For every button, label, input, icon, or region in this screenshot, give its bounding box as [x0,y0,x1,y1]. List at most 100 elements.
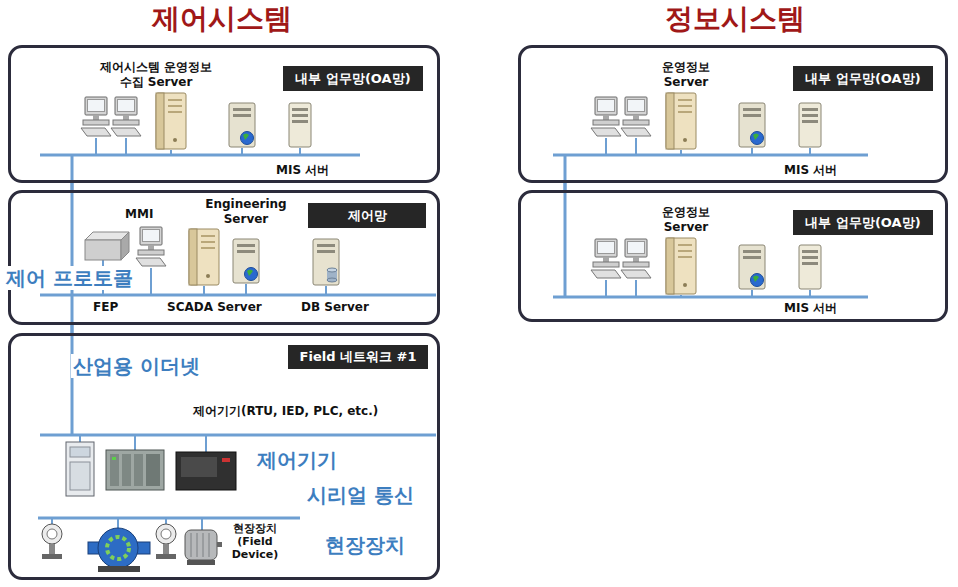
motor-shaft [217,542,222,547]
rtu-cabinet [66,442,94,496]
component-label: MIS 서버 [276,163,329,178]
oa-bus [553,154,868,157]
section-label: 제어기기 [255,448,339,472]
component-label: MMI [125,207,153,222]
network-badge: 내부 업무망(OA망) [793,210,933,235]
motor-feet [187,560,215,565]
drop-line [605,280,607,297]
protocol-label: 제어 프로토콜 [4,266,135,290]
bus-lines [38,155,868,518]
drop-line [170,150,172,155]
pc-icon [591,239,621,278]
ied-unit [176,452,236,490]
pc-icon [621,239,651,278]
db-server-icon [313,239,339,285]
badge-label: 내부 업무망(OA망) [295,70,410,88]
drop-line [125,138,127,155]
plc-module [134,454,143,486]
drop-line [165,518,167,524]
component-label: MIS 서버 [784,301,837,316]
drop-line [751,290,753,297]
drop-line [95,138,97,155]
component-label: 현장장치 (Field Device) [227,522,283,561]
component-label: 운영정보 Server [646,205,726,235]
oa-bus [40,154,360,157]
motor-rib [203,533,204,557]
cabinet-display [70,447,90,457]
pc-icon [591,97,621,136]
serial-bus [38,517,300,520]
drop-line [203,286,205,295]
section-label: 산업용 이더넷 [71,354,202,378]
server-icon [289,103,311,147]
drop-line [751,148,753,155]
ied-panel [181,457,217,477]
drop-line [201,518,203,530]
network-panel: 제어시스템 운영정보 수집 ServerMIS 서버 내부 업무망(OA망) [8,45,440,183]
pc-icon [136,227,166,266]
cabinet-body [66,442,94,496]
section-label: 시리얼 통신 [305,483,416,507]
drop-line [635,280,637,297]
web-server-icon [233,239,259,283]
control-bus [40,294,436,297]
section-label: 현장장치 [323,533,407,557]
drop-line [205,435,207,452]
network-panel: 운영정보 ServerMIS 서버 내부 업무망(OA망) [518,190,948,322]
server-icon [666,93,696,149]
drop-line [150,268,152,295]
fep-side [121,232,129,260]
motor-rib [209,533,210,557]
component-label: 운영정보 Server [646,60,726,90]
network-link [564,183,567,190]
component-label: 제어시스템 운영정보 수집 Server [86,60,226,90]
pump-body [98,528,138,568]
drop-line [117,518,119,528]
plc-module [110,454,119,486]
pump-icon [88,528,150,572]
ied-indicator [222,458,230,462]
component-label: MIS 서버 [784,163,837,178]
pc-icon [81,97,111,136]
network-badge: 내부 업무망(OA망) [283,66,423,91]
ied-body [176,452,236,490]
component-label: Engineering Server [196,197,296,227]
motor-body [185,530,217,560]
network-link [71,183,74,190]
network-badge: 제어망 [308,203,426,228]
badge-label: 제어망 [348,207,387,225]
pc-icon [621,97,651,136]
badge-label: Field 네트워크 #1 [300,348,417,366]
drop-line [245,284,247,295]
drop-line [51,518,53,524]
web-server-icon [739,103,765,147]
network-badge: 내부 업무망(OA망) [793,66,933,91]
server-icon [666,238,696,294]
system-title: 제어시스템 [152,2,292,36]
fep-front [85,240,121,260]
component-label: 제어기기(RTU, IED, PLC, etc.) [193,404,378,419]
trunk-line [564,155,567,297]
ethernet-bus [40,434,436,437]
motor-rib [191,533,192,557]
cabinet-panel [70,462,90,490]
fep-icon [85,232,129,260]
network-panel: 산업용 이더넷제어기기(RTU, IED, PLC, etc.) 제어기기시리얼 … [8,333,440,580]
server-icon [799,245,821,289]
pump-base [98,566,140,572]
web-server-icon [229,103,255,147]
server-icon [156,93,186,149]
pc-icon [111,97,141,136]
drop-line [241,148,243,155]
network-panel: MMIEngineering ServerFEPSCADA ServerDB S… [8,190,440,325]
plc-module [122,454,131,486]
transmitter-icon [156,524,176,559]
plc-body [106,450,164,490]
oa-bus [553,296,868,299]
drop-line [809,148,811,155]
system-title: 정보시스템 [665,2,805,36]
drop-line [605,138,607,155]
drop-line [325,286,327,295]
drop-line [134,435,136,450]
